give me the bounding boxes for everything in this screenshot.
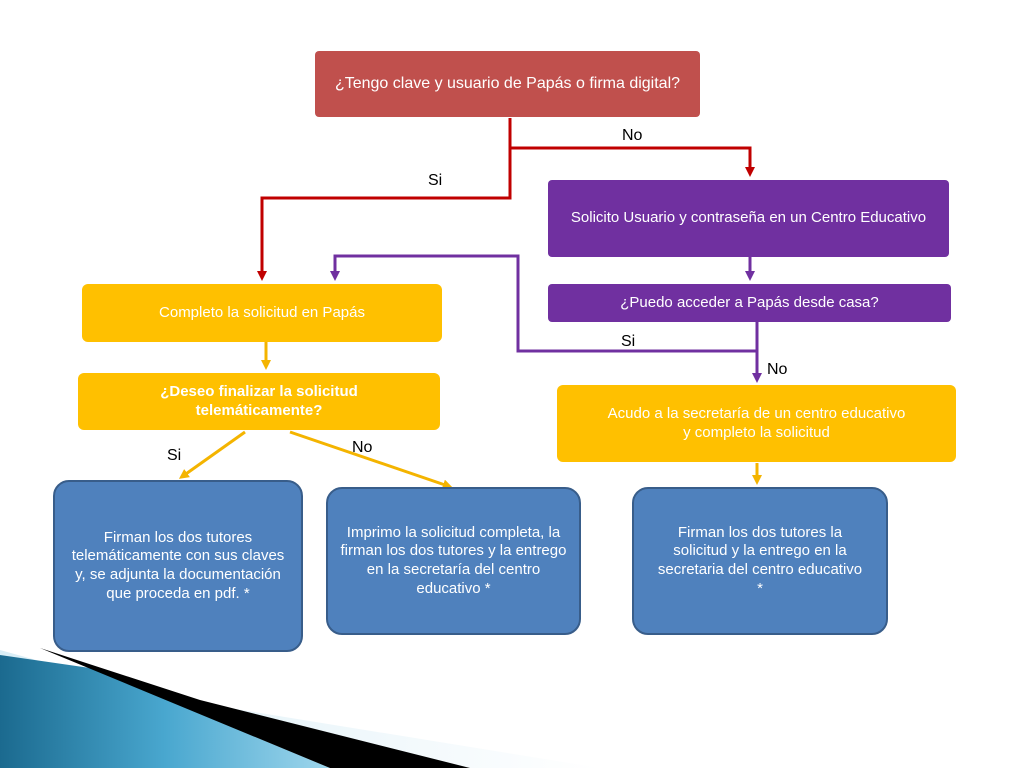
node-print-and-deliver: Imprimo la solicitud completa, la firman… (326, 487, 581, 635)
edge-label-finish-no: No (352, 439, 373, 456)
arrow-access-yes (330, 254, 759, 353)
node-sign-online: Firman los dos tutores telemáticamente c… (53, 480, 303, 652)
arrow-credentials-yes (257, 148, 512, 281)
node-question-finish-online: ¿Deseo finalizar la solicitud telemática… (78, 373, 440, 430)
edge-label-credentials-yes: Si (428, 172, 443, 189)
node-go-to-secretary: Acudo a la secretaría de un centro educa… (557, 385, 956, 462)
arrow-finish-yes (178, 430, 246, 479)
arrow-finish-no (289, 430, 453, 490)
node-complete-online: Completo la solicitud en Papás (82, 284, 442, 342)
node-question-credentials: ¿Tengo clave y usuario de Papás o firma … (315, 51, 700, 117)
node-request-credentials: Solicito Usuario y contraseña en un Cent… (548, 180, 949, 257)
arrow-credentials-no (508, 118, 755, 177)
edge-label-credentials-no: No (622, 127, 643, 144)
edge-label-finish-yes: Si (167, 447, 182, 464)
edge-label-access-yes: Si (621, 333, 636, 350)
node-sign-at-secretary: Firman los dos tutores la solicitud y la… (632, 487, 888, 635)
node-question-access-home: ¿Puedo acceder a Papás desde casa? (548, 284, 951, 322)
edge-label-access-no: No (767, 361, 788, 378)
